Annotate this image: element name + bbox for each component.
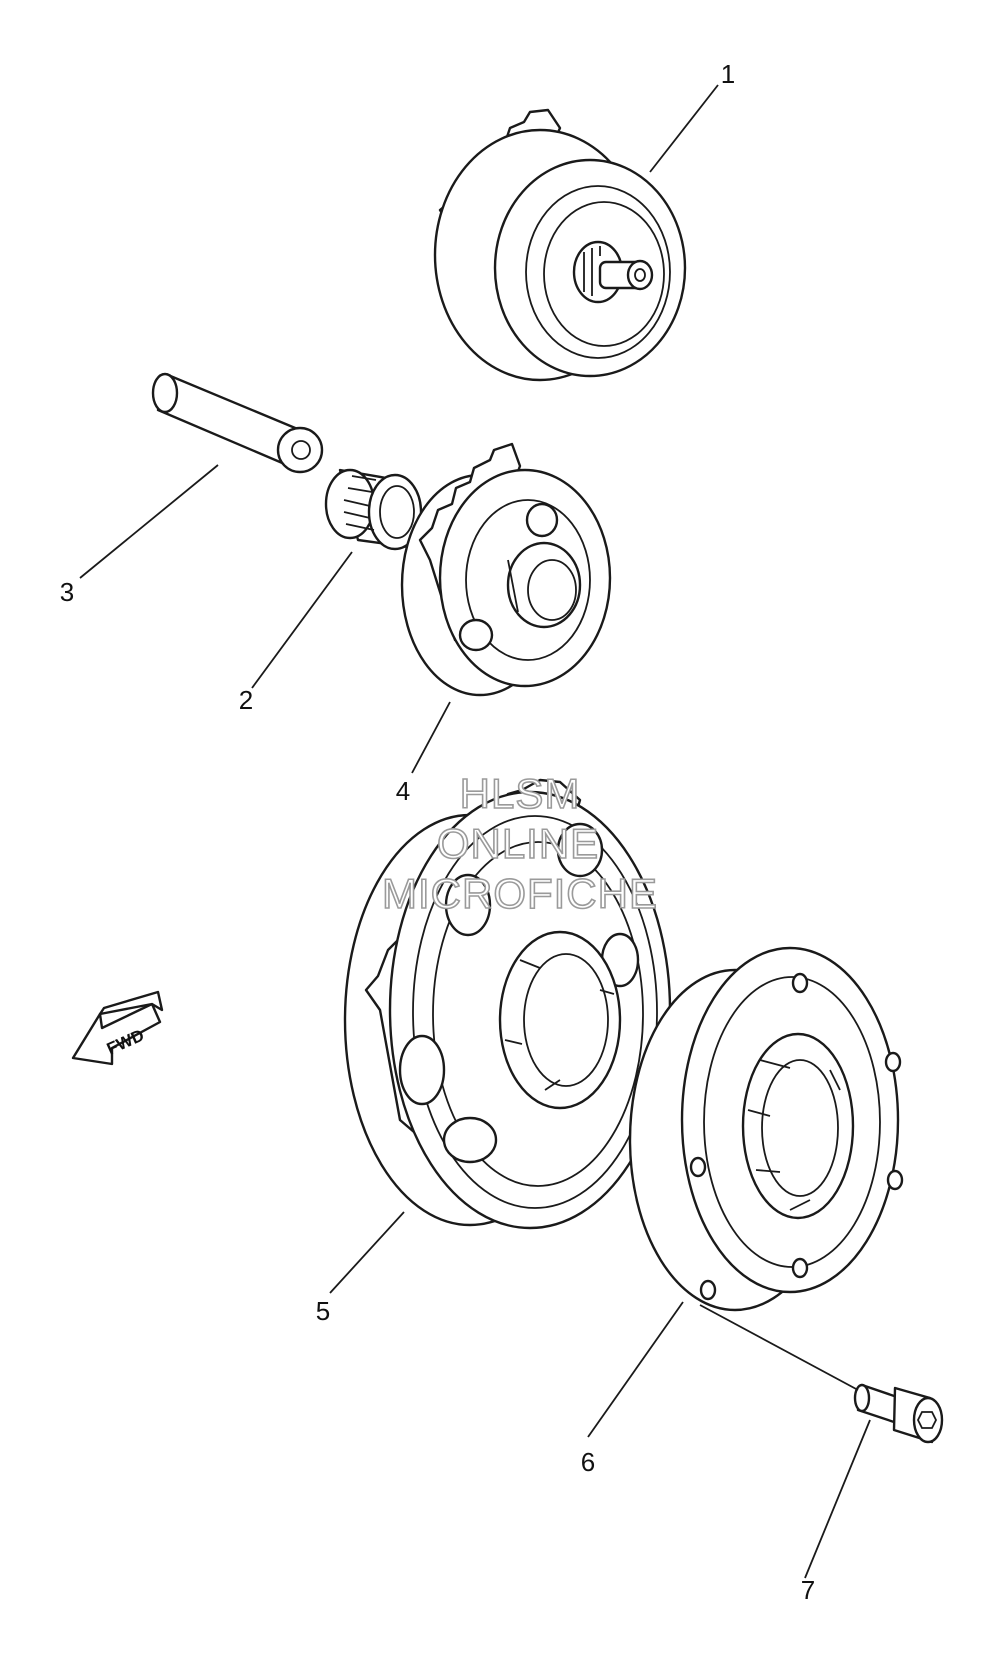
part-2-needle-bearing bbox=[324, 468, 423, 551]
part-5-starter-wheel-gear bbox=[343, 778, 672, 1230]
part-7-bolt bbox=[853, 1383, 944, 1444]
part-1-idle-gear bbox=[433, 108, 687, 382]
fwd-direction-arrow: FWD bbox=[71, 990, 164, 1066]
watermark-line-2: ONLINE bbox=[437, 820, 599, 867]
callout-numbers: 1 2 3 4 5 6 7 bbox=[60, 59, 815, 1605]
callout-1: 1 bbox=[721, 59, 735, 89]
callout-6: 6 bbox=[581, 1447, 595, 1477]
leader-lines bbox=[79, 84, 871, 1579]
callout-5: 5 bbox=[316, 1296, 330, 1326]
part-3-shaft bbox=[151, 372, 324, 474]
callout-4: 4 bbox=[396, 776, 410, 806]
callout-7: 7 bbox=[801, 1575, 815, 1605]
watermark-line-3: MICROFICHE bbox=[382, 870, 658, 917]
callout-3: 3 bbox=[60, 577, 74, 607]
callout-2: 2 bbox=[239, 685, 253, 715]
watermark: HLSM ONLINE MICROFICHE bbox=[381, 769, 658, 918]
part-4-idle-gear bbox=[400, 442, 612, 697]
watermark-line-1: HLSM bbox=[460, 770, 581, 817]
part-6-starter-clutch bbox=[628, 946, 904, 1312]
